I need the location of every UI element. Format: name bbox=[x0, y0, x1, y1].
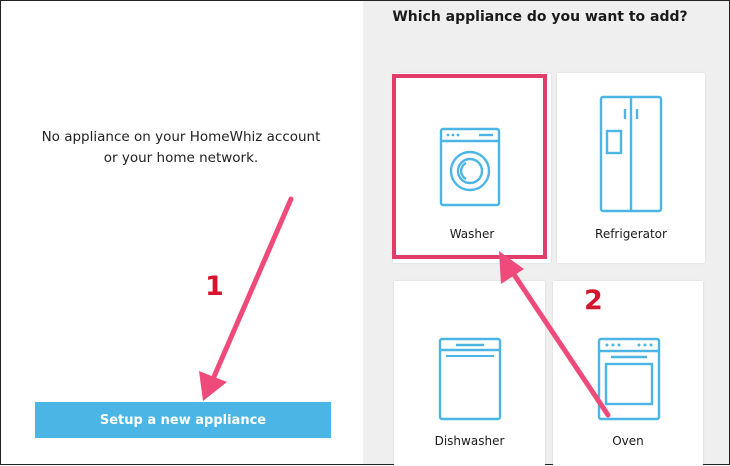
appliance-card-refrigerator[interactable]: Refrigerator bbox=[557, 73, 705, 263]
refrigerator-icon bbox=[599, 95, 663, 213]
step-number-1: 1 bbox=[205, 271, 224, 302]
setup-new-appliance-button[interactable]: Setup a new appliance bbox=[35, 402, 331, 438]
appliance-label-dishwasher: Dishwasher bbox=[434, 434, 505, 448]
appliance-card-dishwasher[interactable]: Dishwasher bbox=[394, 281, 545, 466]
oven-icon bbox=[597, 337, 661, 421]
washer-icon bbox=[439, 127, 501, 207]
no-appliance-message: No appliance on your HomeWhiz account or… bbox=[41, 129, 321, 166]
step-number-2: 2 bbox=[584, 285, 603, 316]
appliance-card-washer[interactable]: Washer bbox=[393, 73, 551, 263]
dishwasher-icon bbox=[438, 337, 502, 421]
appliance-label-oven: Oven bbox=[612, 434, 644, 448]
appliance-picker-panel: Which appliance do you want to add? Wash… bbox=[363, 1, 729, 466]
appliance-label-washer: Washer bbox=[449, 227, 495, 241]
appliance-question-heading: Which appliance do you want to add? bbox=[392, 9, 688, 25]
appliance-card-oven[interactable]: Oven bbox=[553, 281, 703, 466]
empty-state-panel: No appliance on your HomeWhiz account or… bbox=[1, 1, 363, 464]
appliance-label-refrigerator: Refrigerator bbox=[595, 227, 667, 241]
